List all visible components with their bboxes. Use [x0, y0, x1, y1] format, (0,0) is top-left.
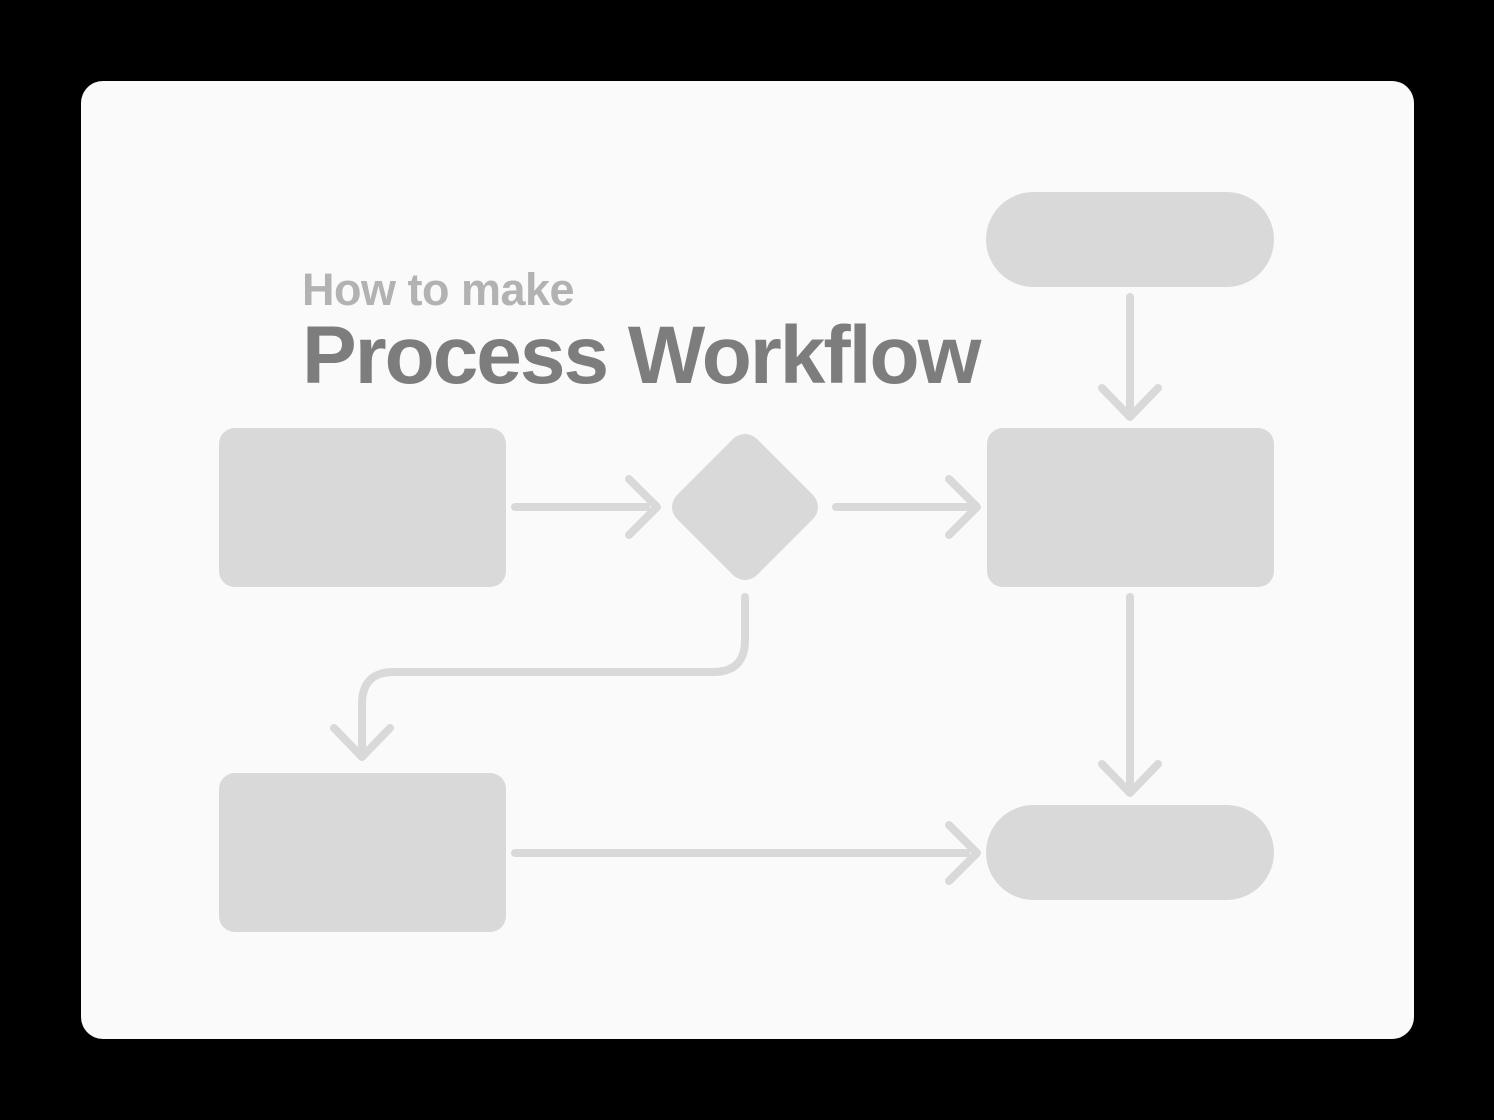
page-title: Process Workflow	[302, 310, 981, 401]
flow-connector-right-process-to-end	[1098, 593, 1162, 797]
title-eyebrow: How to make	[302, 264, 575, 315]
flow-node-bottom-process	[219, 773, 506, 932]
flow-node-left-process	[219, 428, 506, 587]
flow-node-right-process	[987, 428, 1274, 587]
flow-connector-bottom-process-to-end	[511, 821, 981, 885]
flow-connector-decision-to-bottom-process	[330, 593, 749, 761]
flow-connector-left-process-to-decision	[511, 475, 661, 539]
flow-node-decision-diamond	[672, 434, 818, 580]
flow-node-start-pill	[986, 192, 1274, 287]
flow-connector-start-to-right-process	[1098, 293, 1162, 421]
flow-node-end-pill	[986, 805, 1274, 900]
flow-connector-decision-to-right-process	[832, 475, 981, 539]
title-block: How to make Process Workflow	[302, 264, 981, 401]
